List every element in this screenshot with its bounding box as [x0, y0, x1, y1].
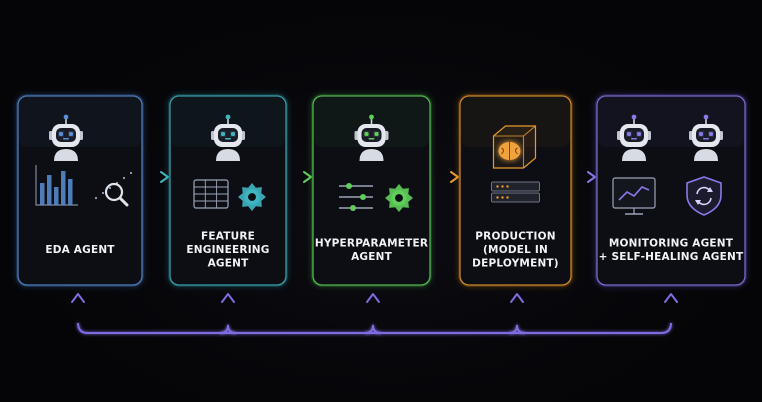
stage-label-line: MONITORING AGENT [609, 237, 734, 249]
stage-label-line: FEATURE [201, 231, 255, 243]
table-icon [193, 179, 229, 209]
feedback-arrow-monitoring [664, 293, 678, 325]
sliders-icon [339, 183, 373, 211]
flow-arrow-3 [431, 171, 459, 183]
stage-label-monitoring: MONITORING AGENT + SELF-HEALING AGENT [599, 237, 744, 262]
feedback-baseline [77, 322, 672, 334]
feedback-arrow-feature [219, 293, 237, 334]
stage-card-hyper: HYPERPARAMETER AGENT [311, 94, 432, 287]
stage-label-production: PRODUCTION(MODEL IN DEPLOYMENT) [472, 231, 559, 270]
server-icon [491, 181, 540, 203]
brain-cube-icon [492, 125, 537, 169]
flow-arrow-4 [572, 171, 596, 183]
magnifier-icon [94, 171, 133, 207]
stage-label-line: AGENT [208, 258, 250, 270]
robot-icon [354, 114, 389, 161]
gear-icon [238, 183, 266, 211]
robot-icon [689, 114, 723, 161]
stage-label-eda: EDA AGENT [45, 244, 115, 256]
stage-label-line: EDA AGENT [45, 244, 115, 256]
robot-icon [617, 114, 651, 161]
robot-icon [49, 114, 83, 161]
stage-card-production: PRODUCTION(MODEL IN DEPLOYMENT) [458, 94, 573, 287]
stage-card-frame [17, 95, 143, 286]
feedback-loop [71, 293, 678, 334]
stage-label-line: (MODEL IN [483, 244, 548, 256]
feedback-arrow-eda [71, 293, 85, 325]
stage-card-monitoring: MONITORING AGENT + SELF-HEALING AGENT [595, 94, 747, 287]
stage-label-line: PRODUCTION [475, 231, 555, 243]
stage-label-line: HYPERPARAMETER [315, 237, 428, 249]
flow-arrow-2 [287, 171, 312, 183]
feedback-arrow-production [508, 293, 526, 334]
feedback-arrow-hyper [364, 293, 382, 334]
stage-label-hyper: HYPERPARAMETER AGENT [315, 237, 428, 262]
flow-arrow-1 [143, 171, 169, 183]
stage-label-line: + SELF-HEALING AGENT [599, 251, 744, 263]
monitor-chart-icon [612, 177, 656, 215]
stage-card-eda: EDA AGENT [16, 94, 144, 287]
shield-refresh-icon [686, 176, 722, 216]
stage-label-line: AGENT [351, 251, 393, 263]
bar-chart-icon [35, 165, 78, 206]
stage-card-frame [312, 95, 431, 286]
robot-icon [211, 114, 245, 161]
stage-label-line: ENGINEERING [186, 244, 269, 256]
stage-label-line: DEPLOYMENT) [472, 258, 559, 270]
gear-icon [385, 184, 413, 212]
